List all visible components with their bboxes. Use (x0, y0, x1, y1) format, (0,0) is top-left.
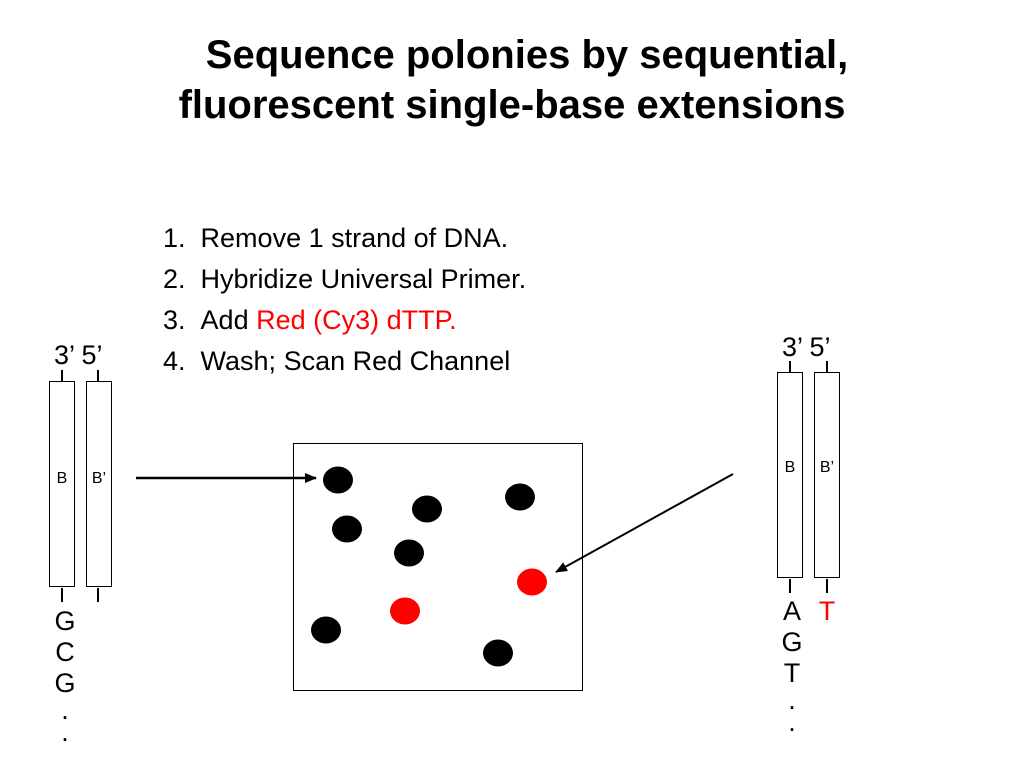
left-base-4: . (61, 695, 69, 725)
left-sequence: G C G . . (54, 606, 76, 747)
right-strand-b-bottom-tick (789, 579, 791, 593)
right-base-2: G (781, 627, 803, 657)
left-strand-b-label: B (56, 470, 68, 487)
left-strand-b: B (49, 381, 75, 587)
step-4-number: 4. (163, 346, 186, 376)
left-strand-b-bottom-tick (61, 588, 63, 602)
step-3-number: 3. (163, 305, 186, 335)
dark-polony (412, 495, 442, 523)
step-4: 4. Wash; Scan Red Channel (163, 341, 526, 382)
right-strand-bprime-top-tick (826, 361, 828, 373)
right-base-3: T (783, 658, 801, 688)
left-strand-b-top-tick (61, 370, 63, 382)
right-base-4: . (788, 685, 796, 715)
step-2-number: 2. (163, 264, 186, 294)
left-base-5: . (61, 717, 69, 747)
step-4-text: Wash; Scan Red Channel (200, 346, 511, 376)
right-strand-b: B (777, 372, 803, 578)
right-base-5: . (788, 707, 796, 737)
right-strand-b-top-tick (789, 361, 791, 373)
polony-scan-box (293, 443, 583, 691)
right-strand-b-label: B (784, 459, 796, 476)
left-base-2: C (55, 637, 75, 667)
right-base-1: A (782, 596, 801, 626)
step-3: 3. Add Red (Cy3) dTTP. (163, 300, 526, 341)
steps-list: 1. Remove 1 strand of DNA. 2. Hybridize … (163, 218, 526, 382)
step-1: 1. Remove 1 strand of DNA. (163, 218, 526, 259)
step-2: 2. Hybridize Universal Primer. (163, 259, 526, 300)
slide-title: Sequence polonies by sequential, fluores… (0, 30, 1024, 130)
right-end-labels: 3’ 5’ (782, 332, 831, 362)
dark-polony (323, 466, 353, 494)
left-end-labels: 3’ 5’ (54, 340, 103, 370)
left-strand-bprime: B’ (86, 381, 112, 587)
left-base-3: G (54, 668, 76, 698)
red-polony (390, 597, 420, 625)
right-strand-bprime: B’ (814, 372, 840, 578)
dark-polony (311, 616, 341, 644)
left-strand-bprime-top-tick (97, 370, 99, 382)
step-2-text: Hybridize Universal Primer. (200, 264, 527, 294)
dark-polony (483, 639, 513, 667)
left-strand-bprime-bottom-tick (97, 588, 99, 602)
title-line-1: Sequence polonies by sequential, (205, 33, 849, 77)
right-extension-base: T (818, 596, 836, 626)
dark-polony (394, 539, 424, 567)
dark-polony (505, 483, 535, 511)
dark-polony (332, 515, 362, 543)
right-sequence: A G T . . (781, 596, 803, 737)
right-strand-bprime-label: B’ (819, 459, 835, 476)
step-3-text: Add (200, 305, 257, 335)
right-arrow (555, 473, 734, 573)
left-strand-bprime-label: B’ (91, 470, 107, 487)
right-strand-bprime-bottom-tick (826, 579, 828, 593)
title-line-2: fluorescent single-base extensions (178, 83, 846, 127)
step-3-highlight: Red (Cy3) dTTP. (256, 305, 457, 335)
red-polony (517, 568, 547, 596)
polony-group (311, 466, 547, 667)
step-1-text: Remove 1 strand of DNA. (200, 223, 509, 253)
left-base-1: G (54, 606, 76, 636)
step-1-number: 1. (163, 223, 186, 253)
